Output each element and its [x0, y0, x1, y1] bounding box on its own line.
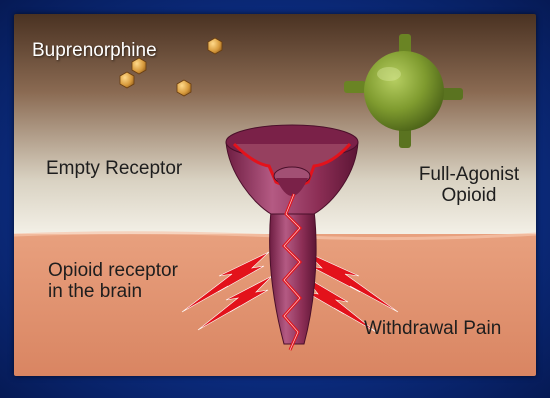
buprenorphine-label: Buprenorphine: [32, 40, 157, 61]
buprenorphine-molecule-icon: [120, 72, 134, 88]
opioid-receptor-label-line2: in the brain: [48, 281, 178, 302]
full-agonist-label-line1: Full-Agonist: [414, 164, 524, 185]
withdrawal-pain-label: Withdrawal Pain: [364, 318, 501, 339]
opioid-receptor-label-line1: Opioid receptor: [48, 260, 178, 281]
opioid-receptor-label: Opioid receptor in the brain: [48, 260, 178, 302]
buprenorphine-molecule-icon: [177, 80, 191, 96]
full-agonist-label-line2: Opioid: [414, 185, 524, 206]
diagram-panel: Buprenorphine Empty Receptor Full-Agonis…: [14, 14, 536, 376]
buprenorphine-molecule-icon: [208, 38, 222, 54]
full-agonist-label: Full-Agonist Opioid: [414, 164, 524, 206]
empty-receptor-label: Empty Receptor: [46, 158, 182, 179]
